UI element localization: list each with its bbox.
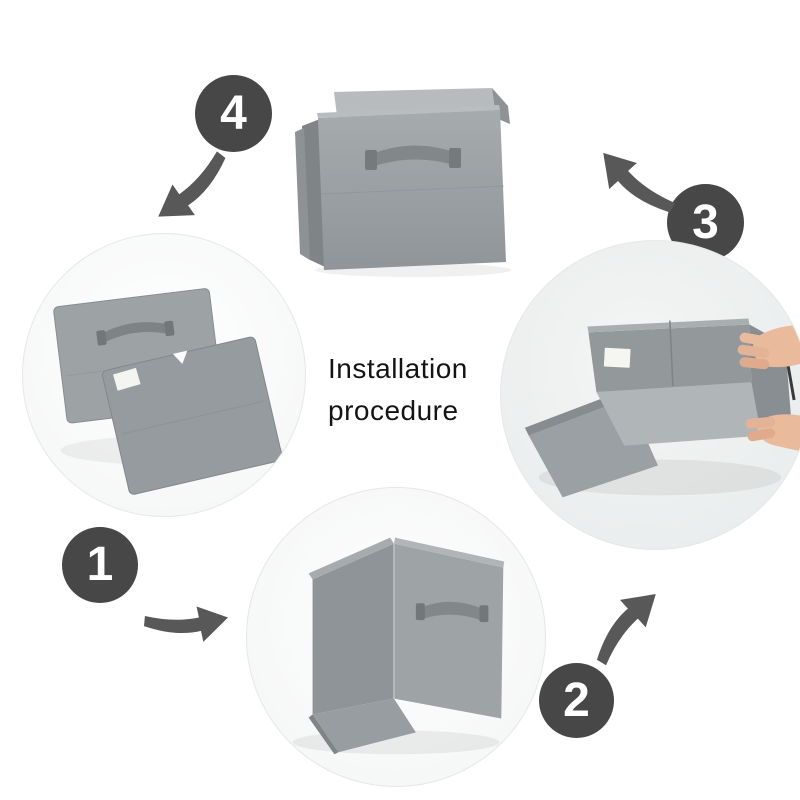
title-line-2: procedure (328, 395, 459, 426)
elastic-strap (785, 359, 796, 401)
photo-flat-folded-panels (22, 233, 306, 517)
flat-panels-illustration (53, 288, 284, 495)
photo-half-unfolded-box (246, 487, 546, 787)
step-2-badge: 2 (539, 663, 614, 738)
hands-assembling-illustration (524, 318, 800, 498)
photo-hands-assembling-box (500, 240, 800, 550)
hand-lower (745, 414, 800, 452)
step-4-number: 4 (220, 86, 247, 140)
step-1-badge: 1 (62, 527, 138, 603)
half-unfolded-illustration (292, 537, 505, 755)
flat-panel-front (101, 336, 283, 495)
folded-box-handle (415, 601, 489, 623)
box-label-tag (603, 347, 631, 368)
cube-handle (365, 145, 461, 170)
photo-assembled-storage-cube (268, 62, 518, 277)
step-1-number: 1 (86, 538, 114, 591)
hand-upper (737, 324, 800, 370)
curved-arrow-down-left-icon (138, 137, 257, 250)
panel-label-tag (113, 367, 141, 391)
arrow-shape (603, 152, 676, 213)
step-3-number: 3 (692, 195, 719, 249)
arrow-shape (158, 151, 226, 217)
title-line-1: Installation (328, 353, 468, 384)
page-title: Installation procedure (328, 348, 468, 432)
step-2-number: 2 (563, 673, 590, 727)
curved-arrow-up-right-icon (558, 559, 683, 683)
step-4-badge: 4 (195, 75, 272, 152)
arrow-shape (144, 606, 229, 642)
assembled-cube-illustration (295, 88, 511, 277)
curved-arrow-up-left-icon (570, 128, 692, 251)
curved-arrow-right-icon (137, 591, 238, 668)
arrow-shape (596, 594, 656, 666)
